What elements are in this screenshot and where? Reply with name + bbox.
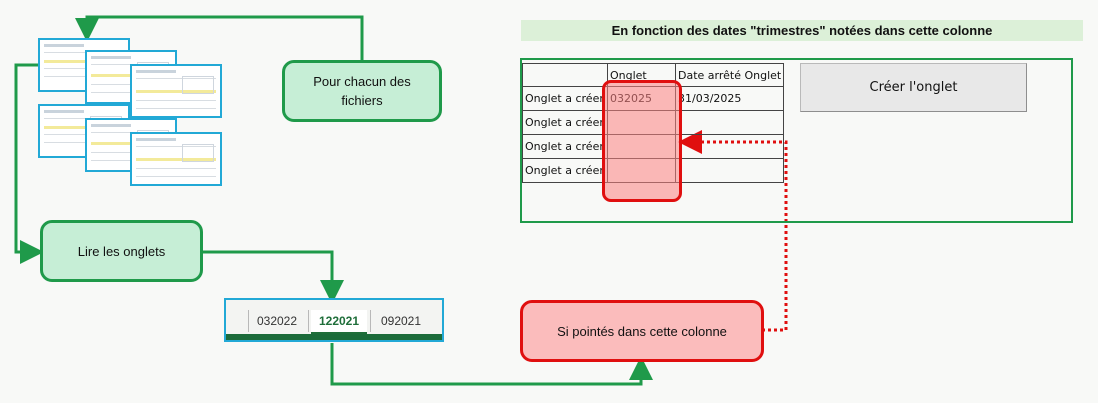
table-header-cell — [522, 63, 608, 87]
box-si-pointes-label: Si pointés dans cette colonne — [557, 323, 727, 339]
table-cell[interactable] — [674, 158, 785, 183]
sheet-tab-bar: 032022 122021 092021 — [224, 298, 444, 342]
spreadsheet-thumbnail — [130, 64, 222, 118]
connector-files-to-lire — [14, 63, 44, 264]
table-cell[interactable] — [674, 110, 785, 135]
table-cell[interactable] — [674, 134, 785, 159]
connector-lire-to-tabs — [203, 250, 344, 304]
sheet-tab[interactable]: 032022 — [256, 314, 298, 328]
table-header-cell: Date arrêté Onglet — [674, 63, 785, 87]
table-cell[interactable]: Onglet a créer — [522, 86, 608, 111]
table-cell[interactable]: 31/03/2025 — [674, 86, 785, 111]
sheet-tab[interactable]: 092021 — [380, 314, 422, 328]
sheet-tab-active[interactable]: 122021 — [311, 310, 367, 334]
spreadsheet-thumbnail — [130, 132, 222, 186]
box-pour-chacun-label: Pour chacun des fichiers — [313, 74, 411, 108]
tab-bar-bottom-strip — [226, 334, 442, 340]
table-cell[interactable]: Onglet a créer — [522, 134, 608, 159]
create-onglet-button[interactable]: Créer l'onglet — [800, 63, 1027, 112]
explanation-title: En fonction des dates "trimestres" notée… — [521, 20, 1083, 41]
table-cell[interactable]: Onglet a créer — [522, 110, 608, 135]
create-onglet-button-label: Créer l'onglet — [869, 80, 958, 95]
table-cell[interactable]: Onglet a créer — [522, 158, 608, 183]
box-si-pointes: Si pointés dans cette colonne — [520, 300, 764, 362]
box-lire-les-onglets: Lire les onglets — [40, 220, 203, 282]
sheet-frame — [520, 58, 1073, 223]
box-lire-les-onglets-label: Lire les onglets — [77, 243, 166, 259]
onglet-column-highlight — [602, 80, 682, 202]
box-pour-chacun-des-fichiers: Pour chacun des fichiers — [282, 60, 442, 122]
